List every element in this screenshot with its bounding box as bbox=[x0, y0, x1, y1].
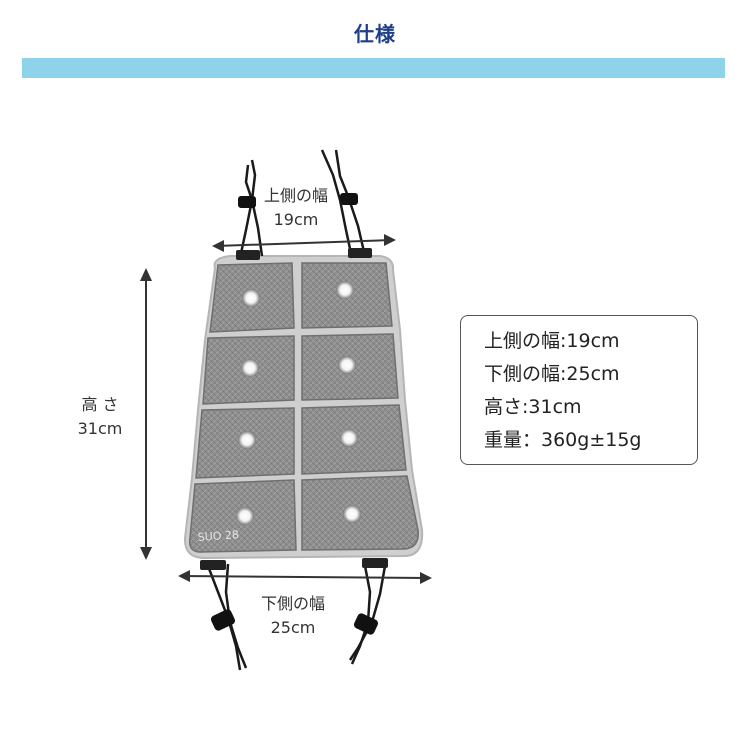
title-underline-bar bbox=[22, 58, 725, 78]
bottom-left-cord-stopper bbox=[210, 609, 236, 631]
brand-mark: SUO 28 bbox=[197, 528, 239, 544]
bottom-width-label: 下側の幅 25cm bbox=[243, 592, 343, 640]
bottom-width-label-text: 下側の幅 bbox=[260, 594, 325, 613]
top-width-value: 19cm bbox=[273, 210, 319, 229]
bottom-right-cord-clip bbox=[362, 558, 388, 568]
spec-bottom-width: 下側の幅:25cm bbox=[484, 363, 620, 385]
bottom-right-cord-stopper bbox=[353, 613, 379, 635]
top-right-cord-clip bbox=[348, 248, 372, 258]
top-width-label: 上側の幅 19cm bbox=[246, 184, 346, 232]
bottom-left-cord-clip bbox=[200, 560, 226, 570]
bottom-width-arrow bbox=[178, 570, 432, 584]
page-title: 仕様 bbox=[354, 22, 396, 46]
top-width-label-text: 上側の幅 bbox=[263, 186, 328, 205]
height-arrow bbox=[140, 268, 152, 560]
top-right-cord-stopper bbox=[340, 193, 358, 205]
ventilation-holes bbox=[236, 281, 361, 525]
height-value: 31cm bbox=[77, 419, 123, 438]
top-left-cord-stopper bbox=[238, 196, 256, 208]
spec-summary-box: 上側の幅:19cm 下側の幅:25cm 高さ:31cm 重量：360g±15g bbox=[460, 315, 698, 465]
top-left-cord-clip bbox=[236, 250, 260, 260]
height-label-text: 高 さ bbox=[81, 395, 119, 414]
height-label: 高 さ 31cm bbox=[60, 393, 140, 441]
spec-weight: 重量：360g±15g bbox=[484, 429, 642, 451]
top-width-arrow bbox=[212, 234, 396, 252]
bottom-width-value: 25cm bbox=[270, 618, 316, 637]
spec-top-width: 上側の幅:19cm bbox=[484, 330, 620, 352]
spec-height: 高さ:31cm bbox=[484, 396, 582, 418]
